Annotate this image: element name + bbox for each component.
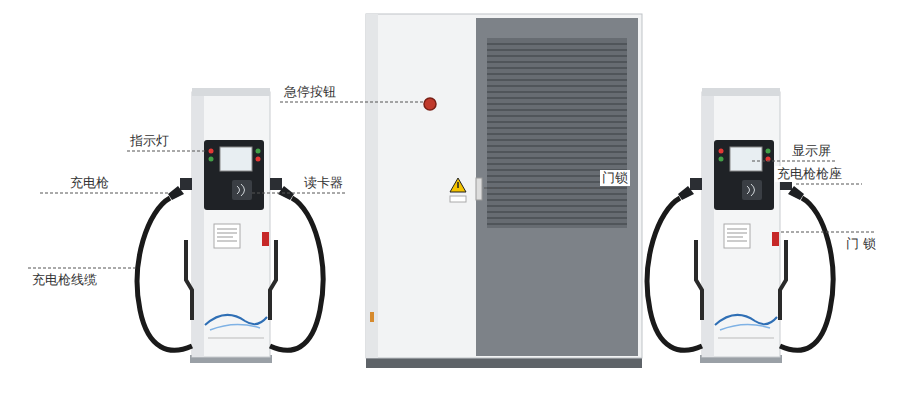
leader-line xyxy=(781,232,876,233)
left-charging-post xyxy=(137,88,323,363)
power-cabinet xyxy=(457,182,459,188)
power-cabinet xyxy=(370,312,374,322)
callout-label: 读卡器 xyxy=(302,175,345,191)
leader-line xyxy=(252,193,345,194)
left-charging-post xyxy=(137,88,323,363)
power-cabinet xyxy=(476,178,482,200)
leader-line xyxy=(28,268,136,269)
callout-label: 急停按钮 xyxy=(282,84,338,100)
power-cabinet xyxy=(366,14,642,368)
power-cabinet xyxy=(487,38,627,228)
callout-label: 指示灯 xyxy=(128,133,171,149)
power-cabinet xyxy=(476,18,638,356)
leader-line xyxy=(28,102,876,268)
callout-label: 充电枪枪座 xyxy=(775,166,844,182)
callout-label: 充电枪线缆 xyxy=(30,272,99,288)
power-cabinet xyxy=(450,178,466,192)
leader-line xyxy=(40,193,168,194)
power-cabinet xyxy=(450,196,466,202)
power-cabinet xyxy=(424,98,436,110)
right-charging-post xyxy=(647,88,833,363)
callout-label: 门 锁 xyxy=(844,236,878,252)
callout-label: 门锁 xyxy=(600,170,630,186)
right-charging-post xyxy=(647,88,833,363)
leader-line xyxy=(752,161,836,162)
leader-line xyxy=(280,102,423,103)
power-cabinet xyxy=(487,44,627,224)
callout-label: 充电枪 xyxy=(68,175,111,191)
callout-label: 显示屏 xyxy=(790,143,833,159)
leader-line xyxy=(796,184,862,185)
power-cabinet xyxy=(366,14,642,358)
leader-line xyxy=(484,188,625,189)
leader-line xyxy=(127,151,207,152)
power-cabinet xyxy=(366,14,378,358)
